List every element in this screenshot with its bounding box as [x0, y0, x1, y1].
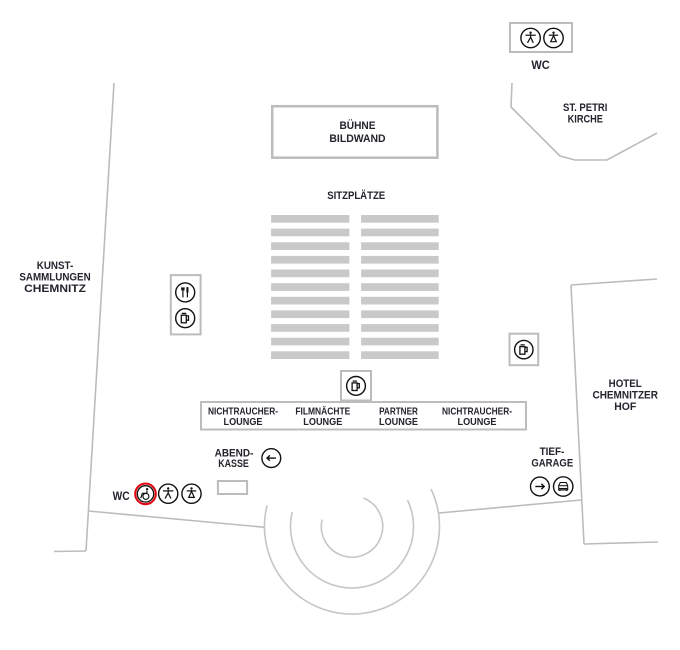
svg-text:GARAGE: GARAGE: [531, 458, 573, 470]
svg-text:WC: WC: [113, 489, 130, 503]
svg-text:KASSE: KASSE: [218, 458, 249, 470]
svg-text:SAMMLUNGEN: SAMMLUNGEN: [19, 271, 90, 283]
svg-text:NICHTRAUCHER-: NICHTRAUCHER-: [442, 407, 512, 418]
svg-text:PARTNER: PARTNER: [379, 407, 418, 418]
svg-text:FILMNÄCHTE: FILMNÄCHTE: [295, 405, 350, 418]
svg-text:WC: WC: [531, 58, 550, 72]
svg-text:ABEND-: ABEND-: [215, 447, 254, 459]
svg-text:NICHTRAUCHER-: NICHTRAUCHER-: [208, 407, 278, 418]
svg-text:HOTEL: HOTEL: [609, 378, 642, 390]
svg-text:KUNST-: KUNST-: [37, 260, 74, 272]
svg-text:LOUNGE: LOUNGE: [224, 417, 263, 428]
svg-text:TIEF-: TIEF-: [540, 446, 565, 458]
svg-text:LOUNGE: LOUNGE: [458, 417, 497, 428]
svg-text:BÜHNE: BÜHNE: [340, 119, 376, 132]
svg-text:CHEMNITZ: CHEMNITZ: [24, 283, 86, 295]
svg-text:SITZPLÄTZE: SITZPLÄTZE: [327, 189, 385, 202]
svg-text:HOF: HOF: [614, 401, 636, 413]
svg-text:CHEMNITZER: CHEMNITZER: [593, 390, 658, 402]
svg-text:LOUNGE: LOUNGE: [379, 417, 418, 428]
svg-text:BILDWAND: BILDWAND: [329, 133, 385, 145]
svg-text:LOUNGE: LOUNGE: [303, 417, 342, 428]
svg-text:KIRCHE: KIRCHE: [568, 114, 604, 126]
svg-text:ST. PETRI: ST. PETRI: [563, 102, 607, 114]
